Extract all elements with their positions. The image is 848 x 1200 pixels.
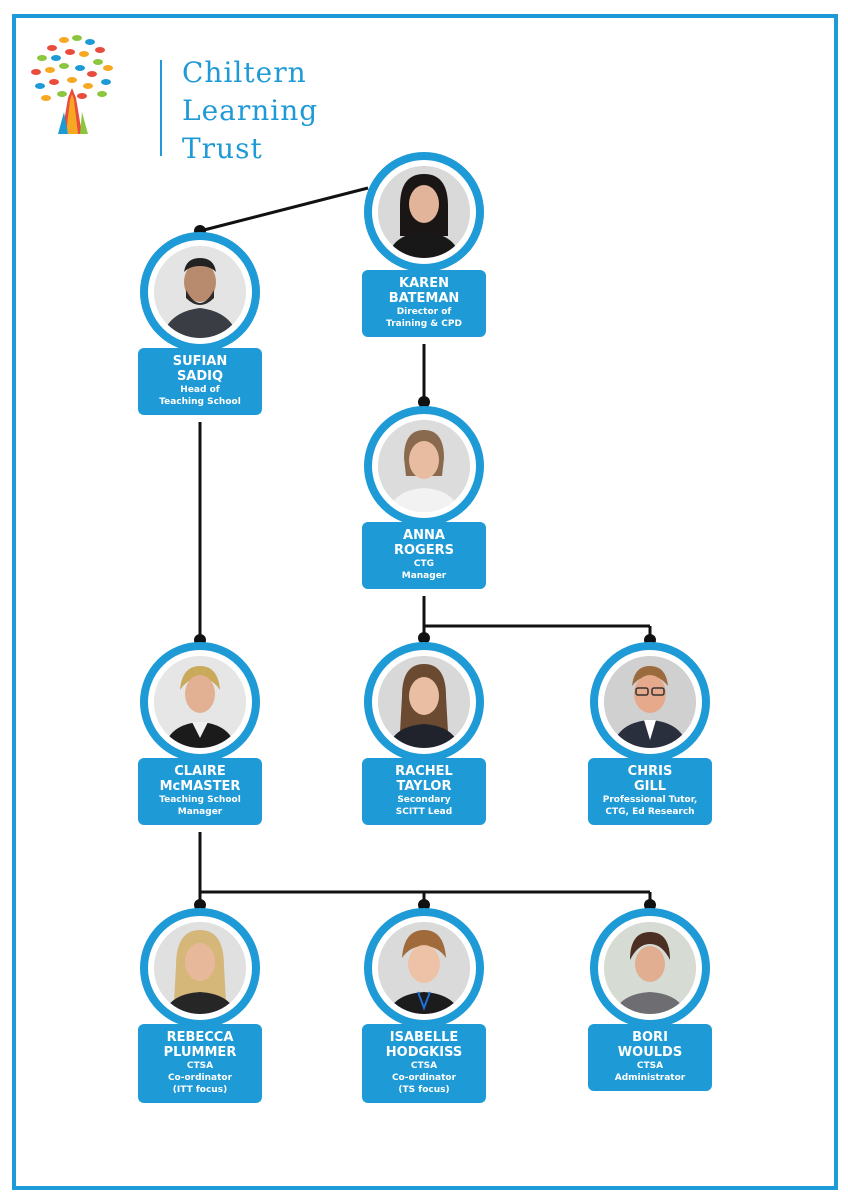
logo-line-3: Trust (182, 132, 263, 165)
card-sufian-sadiq: SUFIAN SADIQ Head of Teaching School (138, 348, 262, 415)
person-last-name: McMASTER (159, 779, 241, 794)
person-last-name: TAYLOR (396, 779, 452, 794)
person-first-name: REBECCA (166, 1030, 234, 1045)
person-role: Teaching School (159, 397, 241, 407)
person-first-name: ANNA (403, 528, 445, 543)
person-role: Secondary (397, 795, 451, 805)
portrait-claire-mcmaster (140, 642, 260, 762)
person-role: Director of (396, 307, 452, 317)
person-first-name: CLAIRE (174, 764, 226, 779)
card-isabelle-hodgkiss: ISABELLE HODGKISS CTSA Co-ordinator (TS … (362, 1024, 486, 1103)
portrait-rebecca-plummer (140, 908, 260, 1028)
portrait-sufian-sadiq (140, 232, 260, 352)
logo-wordmark: Chiltern Learning Trust (182, 54, 318, 168)
chiltern-learning-trust-logo: Chiltern Learning Trust (22, 28, 322, 165)
person-first-name: BORI (632, 1030, 668, 1045)
person-photo-icon (154, 656, 246, 748)
person-role: Manager (401, 571, 447, 581)
person-role: Administrator (614, 1073, 686, 1083)
person-role: CTG, Ed Research (605, 807, 695, 817)
connector-karen-sufian (199, 186, 369, 233)
person-role: Training & CPD (386, 319, 462, 329)
portrait-bori-woulds (590, 908, 710, 1028)
person-last-name: HODGKISS (385, 1045, 463, 1060)
portrait-anna-rogers (364, 406, 484, 526)
person-role: Manager (177, 807, 223, 817)
card-anna-rogers: ANNA ROGERS CTG Manager (362, 522, 486, 589)
person-photo-icon (154, 246, 246, 338)
person-first-name: SUFIAN (172, 354, 228, 369)
portrait-karen-bateman (364, 152, 484, 272)
person-photo-icon (378, 420, 470, 512)
logo-line-1: Chiltern (182, 56, 307, 89)
person-role: (TS focus) (398, 1085, 450, 1095)
person-role: Teaching School (159, 795, 241, 805)
person-role: (ITT focus) (172, 1085, 228, 1095)
person-role: CTSA (186, 1061, 214, 1071)
person-role: SCITT Lead (395, 807, 453, 817)
person-photo-icon (154, 922, 246, 1014)
card-claire-mcmaster: CLAIRE McMASTER Teaching School Manager (138, 758, 262, 825)
person-first-name: KAREN (399, 276, 449, 291)
person-photo-icon (604, 922, 696, 1014)
person-photo-icon (378, 166, 470, 258)
person-role: Co-ordinator (167, 1073, 233, 1083)
card-rebecca-plummer: REBECCA PLUMMER CTSA Co-ordinator (ITT f… (138, 1024, 262, 1103)
person-role: Co-ordinator (391, 1073, 457, 1083)
portrait-chris-gill (590, 642, 710, 762)
person-photo-icon (604, 656, 696, 748)
connector-dot (418, 396, 430, 408)
person-last-name: ROGERS (394, 543, 454, 558)
person-photo-icon (378, 922, 470, 1014)
person-role: CTSA (410, 1061, 438, 1071)
person-role: CTSA (636, 1061, 664, 1071)
card-karen-bateman: KAREN BATEMAN Director of Training & CPD (362, 270, 486, 337)
portrait-rachel-taylor (364, 642, 484, 762)
card-bori-woulds: BORI WOULDS CTSA Administrator (588, 1024, 712, 1091)
person-last-name: BATEMAN (388, 291, 460, 306)
person-last-name: GILL (633, 779, 667, 794)
logo-divider (160, 60, 162, 156)
person-photo-icon (378, 656, 470, 748)
card-chris-gill: CHRIS GILL Professional Tutor, CTG, Ed R… (588, 758, 712, 825)
person-last-name: WOULDS (617, 1045, 683, 1060)
card-rachel-taylor: RACHEL TAYLOR Secondary SCITT Lead (362, 758, 486, 825)
portrait-isabelle-hodgkiss (364, 908, 484, 1028)
person-first-name: CHRIS (627, 764, 673, 779)
person-role: Professional Tutor, (602, 795, 698, 805)
logo-line-2: Learning (182, 94, 319, 127)
person-role: CTG (413, 559, 435, 569)
tree-logo-icon (31, 35, 113, 134)
person-last-name: PLUMMER (163, 1045, 237, 1060)
person-role: Head of (180, 385, 220, 395)
connector-dot (418, 632, 430, 644)
person-last-name: SADIQ (176, 369, 224, 384)
person-first-name: ISABELLE (389, 1030, 459, 1045)
person-first-name: RACHEL (395, 764, 453, 779)
